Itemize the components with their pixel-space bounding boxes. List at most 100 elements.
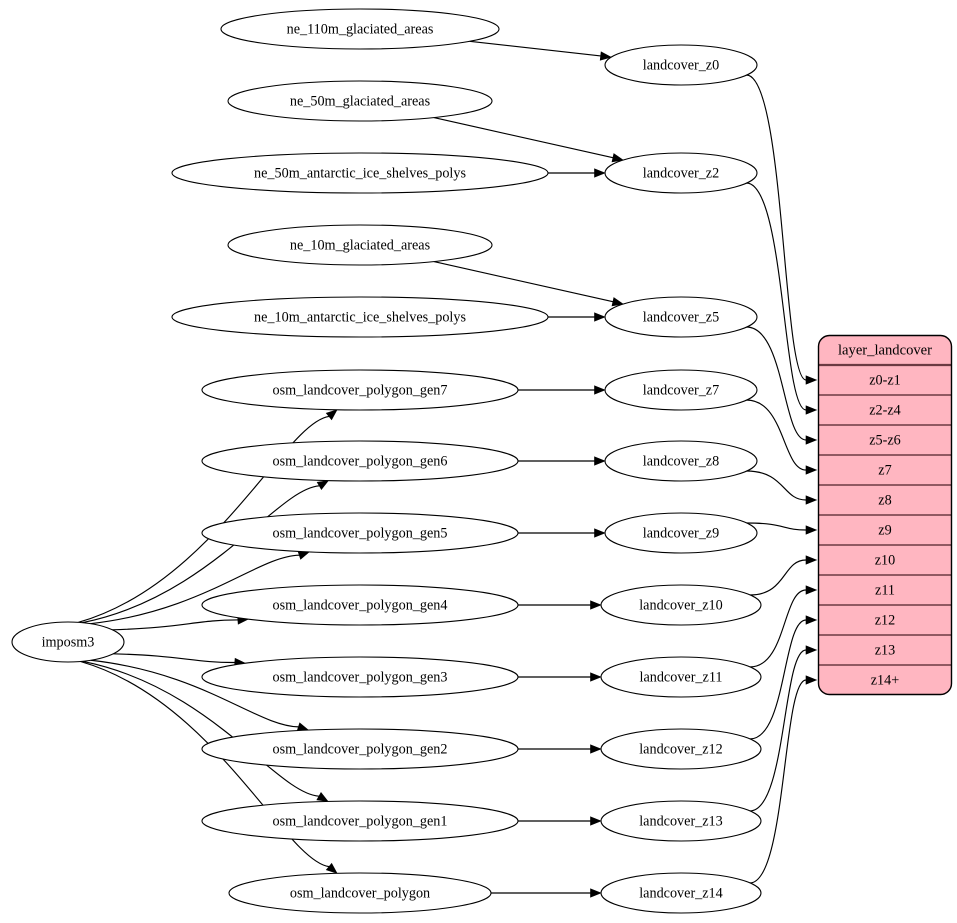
node-label: osm_landcover_polygon_gen7	[273, 382, 448, 398]
table-row-label: z10	[875, 552, 896, 568]
edge-arrowhead	[590, 744, 602, 754]
node-ellipse	[227, 224, 493, 266]
node-ellipse	[11, 621, 125, 663]
node-ellipse	[604, 152, 758, 194]
table-row-label: z7	[878, 462, 891, 478]
node-osm_landcover_polygon_gen4[interactable]: osm_landcover_polygon_gen4	[201, 584, 519, 626]
node-ne_10m_glaciated_areas[interactable]: ne_10m_glaciated_areas	[227, 224, 493, 266]
table-row-cell[interactable]	[818, 665, 952, 695]
node-ne_10m_antarctic_ice_shelves_polys[interactable]: ne_10m_antarctic_ice_shelves_polys	[171, 296, 549, 338]
node-ellipse	[604, 369, 758, 411]
node-imposm3[interactable]: imposm3	[11, 621, 125, 663]
table-row-cell[interactable]	[818, 365, 952, 395]
edge-from-imposm3	[78, 415, 330, 623]
nodes-layer: imposm3 ne_110m_glaciated_areas ne_50m_gla…	[11, 8, 762, 914]
table-row-cell[interactable]	[818, 455, 952, 485]
table-row-label: z9	[878, 522, 891, 538]
table-row-cell[interactable]	[818, 515, 952, 545]
node-ellipse	[201, 656, 519, 698]
node-label: osm_landcover_polygon_gen6	[273, 453, 448, 469]
node-label: landcover_z2	[643, 165, 719, 181]
node-label: osm_landcover_polygon_gen3	[273, 669, 448, 685]
edge-from-imposm3	[113, 653, 235, 664]
node-label: landcover_z0	[643, 57, 719, 73]
node-ne_110m_glaciated_areas[interactable]: ne_110m_glaciated_areas	[220, 8, 500, 50]
edge-arrowhead	[805, 465, 818, 475]
table-row-cell[interactable]	[818, 605, 952, 635]
table-row-label: z0-z1	[869, 372, 901, 388]
node-ellipse	[604, 512, 758, 554]
table-row-cell[interactable]	[818, 425, 952, 455]
node-ne_50m_antarctic_ice_shelves_polys[interactable]: ne_50m_antarctic_ice_shelves_polys	[171, 152, 549, 194]
node-label: ne_10m_glaciated_areas	[290, 237, 431, 253]
edge-to-table	[749, 679, 807, 884]
table-row-label: z13	[875, 642, 896, 658]
node-ellipse	[228, 872, 492, 914]
node-ellipse	[201, 728, 519, 770]
edge-arrowhead	[590, 600, 602, 610]
edge-arrowhead	[594, 168, 606, 178]
node-landcover_z0[interactable]: landcover_z0	[604, 44, 758, 86]
edge-arrowhead	[599, 51, 612, 61]
node-landcover_z5[interactable]: landcover_z5	[604, 296, 758, 338]
node-landcover_z12[interactable]: landcover_z12	[600, 728, 762, 770]
node-landcover_z9[interactable]: landcover_z9	[604, 512, 758, 554]
node-landcover_z8[interactable]: landcover_z8	[604, 440, 758, 482]
node-ne_50m_glaciated_areas[interactable]: ne_50m_glaciated_areas	[227, 80, 493, 122]
node-landcover_z2[interactable]: landcover_z2	[604, 152, 758, 194]
node-label: imposm3	[42, 634, 95, 650]
table-row-cell[interactable]	[818, 575, 952, 605]
table-header-label: layer_landcover	[838, 342, 932, 358]
node-label: osm_landcover_polygon_gen2	[273, 741, 448, 757]
node-ellipse	[201, 512, 519, 554]
node-osm_landcover_polygon_gen2[interactable]: osm_landcover_polygon_gen2	[201, 728, 519, 770]
node-label: landcover_z11	[640, 669, 723, 685]
table-row-cell[interactable]	[818, 635, 952, 665]
edge-arrowhead	[805, 525, 818, 535]
node-label: landcover_z14	[639, 885, 723, 901]
node-landcover_z11[interactable]: landcover_z11	[600, 656, 762, 698]
edge-to-table	[746, 522, 807, 531]
table-row-cell[interactable]	[818, 485, 952, 515]
node-osm_landcover_polygon_gen3[interactable]: osm_landcover_polygon_gen3	[201, 656, 519, 698]
layer-landcover-table: layer_landcoverz0-z1z2-z4z5-z6z7z8z9z10z…	[817, 334, 953, 696]
node-ellipse	[227, 80, 493, 122]
node-ellipse	[220, 8, 500, 50]
node-ellipse	[201, 584, 519, 626]
table-row-cell[interactable]	[818, 395, 952, 425]
edge-arrowhead	[611, 297, 624, 307]
node-landcover_z14[interactable]: landcover_z14	[600, 872, 762, 914]
node-landcover_z10[interactable]: landcover_z10	[600, 584, 762, 626]
node-landcover_z7[interactable]: landcover_z7	[604, 369, 758, 411]
edge-arrowhead	[316, 792, 329, 802]
node-osm_landcover_polygon_gen5[interactable]: osm_landcover_polygon_gen5	[201, 512, 519, 554]
table-header-cell	[818, 335, 952, 365]
node-osm_landcover_polygon_gen7[interactable]: osm_landcover_polygon_gen7	[201, 369, 519, 411]
node-label: landcover_z10	[639, 597, 723, 613]
node-label: landcover_z9	[643, 525, 719, 541]
node-osm_landcover_polygon_gen6[interactable]: osm_landcover_polygon_gen6	[201, 440, 519, 482]
node-label: ne_10m_antarctic_ice_shelves_polys	[254, 309, 466, 325]
node-ellipse	[201, 800, 519, 842]
table-row-label: z12	[875, 612, 896, 628]
node-landcover_z13[interactable]: landcover_z13	[600, 800, 762, 842]
edge-to-table	[749, 649, 807, 812]
node-label: osm_landcover_polygon_gen4	[273, 597, 448, 613]
edge-from-imposm3	[82, 485, 320, 624]
node-label: osm_landcover_polygon_gen1	[273, 813, 448, 829]
edge-arrowhead	[805, 585, 818, 595]
node-ellipse	[600, 872, 762, 914]
edge-arrowhead	[805, 675, 818, 685]
edge-arrowhead	[611, 153, 624, 163]
node-osm_landcover_polygon_gen1[interactable]: osm_landcover_polygon_gen1	[201, 800, 519, 842]
edge-arrowhead	[590, 816, 602, 826]
node-ellipse	[600, 656, 762, 698]
table-row-label: z11	[875, 582, 895, 598]
edges-layer	[78, 40, 818, 898]
node-ellipse	[600, 728, 762, 770]
table-row-cell[interactable]	[818, 545, 952, 575]
node-osm_landcover_polygon[interactable]: osm_landcover_polygon	[228, 872, 492, 914]
table-row-label: z8	[878, 492, 891, 508]
node-ellipse	[604, 296, 758, 338]
